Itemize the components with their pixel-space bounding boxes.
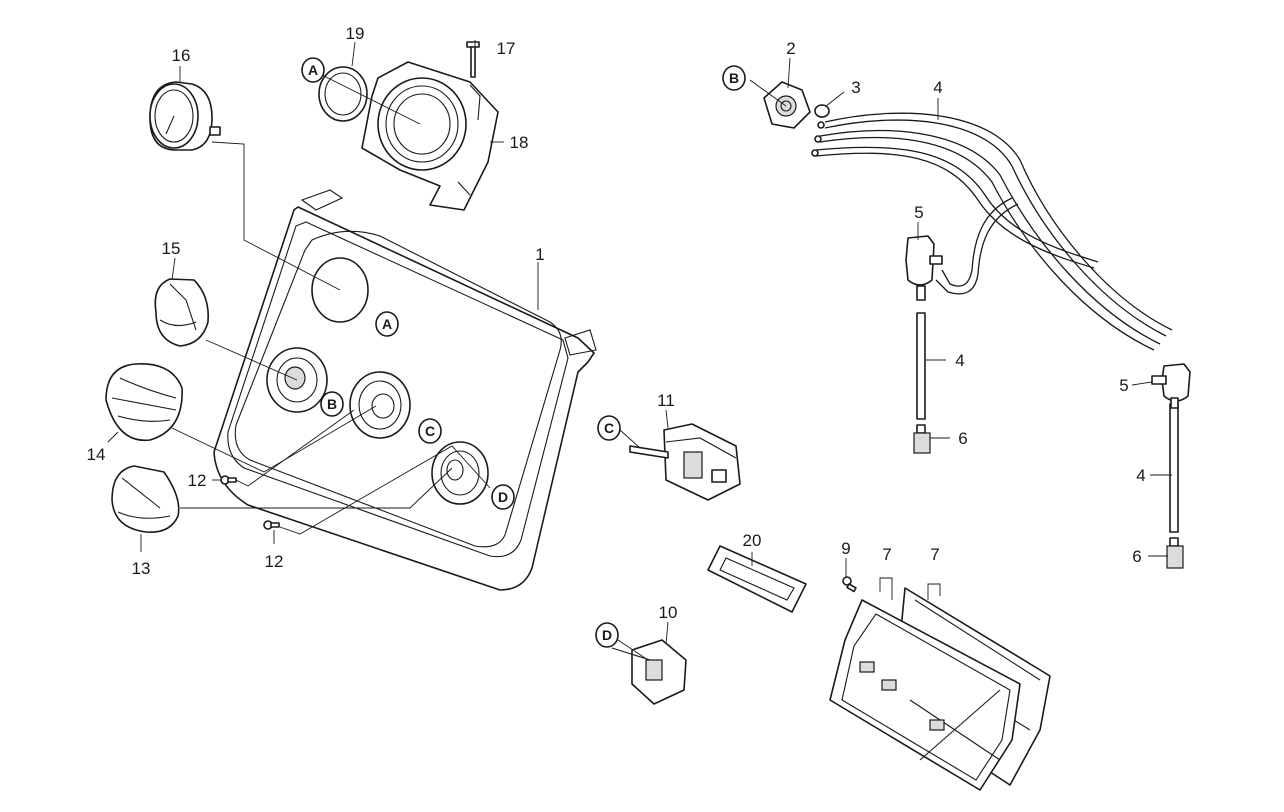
- tube-4-right: [1169, 403, 1179, 533]
- reference-c-panel: C: [418, 418, 442, 444]
- switch-10: [611, 639, 687, 705]
- callout-19: 19: [346, 24, 365, 43]
- callout-3: 3: [851, 78, 860, 97]
- knob-15: [154, 278, 210, 347]
- cap-6-mid: [913, 424, 931, 454]
- tube-bundle-4: [811, 112, 1173, 351]
- reference-a-panel-label: A: [382, 316, 392, 332]
- knob-13: [111, 465, 180, 533]
- gasket-20: [707, 545, 807, 613]
- board-7-front: [829, 599, 1021, 791]
- gauge-16: [149, 81, 221, 151]
- callout-7-left: 7: [882, 545, 891, 564]
- reference-d-switch-label: D: [602, 627, 612, 643]
- nozzle-5-mid: [905, 235, 943, 301]
- knob-14: [105, 363, 183, 442]
- callout-5-right: 5: [1119, 376, 1128, 395]
- callout-5-mid: 5: [914, 203, 923, 222]
- callout-4-top: 4: [933, 78, 942, 97]
- callout-1: 1: [535, 245, 544, 264]
- reference-d-switch: D: [595, 622, 619, 648]
- reference-b-panel: B: [320, 391, 344, 417]
- callout-9: 9: [841, 539, 850, 558]
- callout-16: 16: [172, 46, 191, 65]
- screw-9: [842, 576, 857, 593]
- reference-b-top-label: B: [729, 70, 739, 86]
- housing-18: [361, 61, 499, 211]
- reference-markers: A A B B C C D D: [301, 57, 746, 648]
- callout-4-right: 4: [1136, 466, 1145, 485]
- callout-2: 2: [786, 39, 795, 58]
- callout-12-lower: 12: [265, 552, 284, 571]
- screw-12-upper: [220, 475, 237, 485]
- reference-d-panel: D: [491, 484, 515, 510]
- callout-15: 15: [162, 239, 181, 258]
- callout-18: 18: [510, 133, 529, 152]
- reference-a-panel: A: [375, 311, 399, 337]
- reference-b-top: B: [722, 65, 746, 91]
- callout-6-mid: 6: [958, 429, 967, 448]
- reference-d-panel-label: D: [498, 489, 508, 505]
- callout-14: 14: [87, 445, 106, 464]
- cap-6-right: [1166, 537, 1184, 569]
- callout-numbers: 1 2 3 4 4 4 5 5 6 6 7 7 9 10 11 12 12 13…: [87, 24, 1146, 622]
- reference-a-top: A: [301, 57, 325, 83]
- reference-c-panel-label: C: [425, 423, 435, 439]
- screw-12-lower: [263, 520, 280, 530]
- reference-b-panel-label: B: [327, 396, 337, 412]
- callout-11: 11: [657, 391, 675, 410]
- reference-c-switch: C: [597, 415, 621, 441]
- callout-17: 17: [497, 39, 516, 58]
- reference-c-switch-label: C: [604, 420, 614, 436]
- callout-10: 10: [659, 603, 678, 622]
- callout-13: 13: [132, 559, 151, 578]
- callout-12-upper: 12: [188, 471, 207, 490]
- callout-7-right: 7: [930, 545, 939, 564]
- leader-lines: [107, 40, 1172, 661]
- callout-6-right: 6: [1132, 547, 1141, 566]
- tube-4-mid: [916, 312, 926, 420]
- callout-20: 20: [743, 531, 762, 550]
- nozzle-5-right: [1151, 363, 1191, 409]
- screw-17: [466, 41, 480, 78]
- reference-a-top-label: A: [308, 62, 318, 78]
- o-ring-3: [814, 104, 830, 118]
- connector-2: [763, 81, 811, 129]
- switch-11: [629, 423, 741, 501]
- callout-4-mid: 4: [955, 351, 964, 370]
